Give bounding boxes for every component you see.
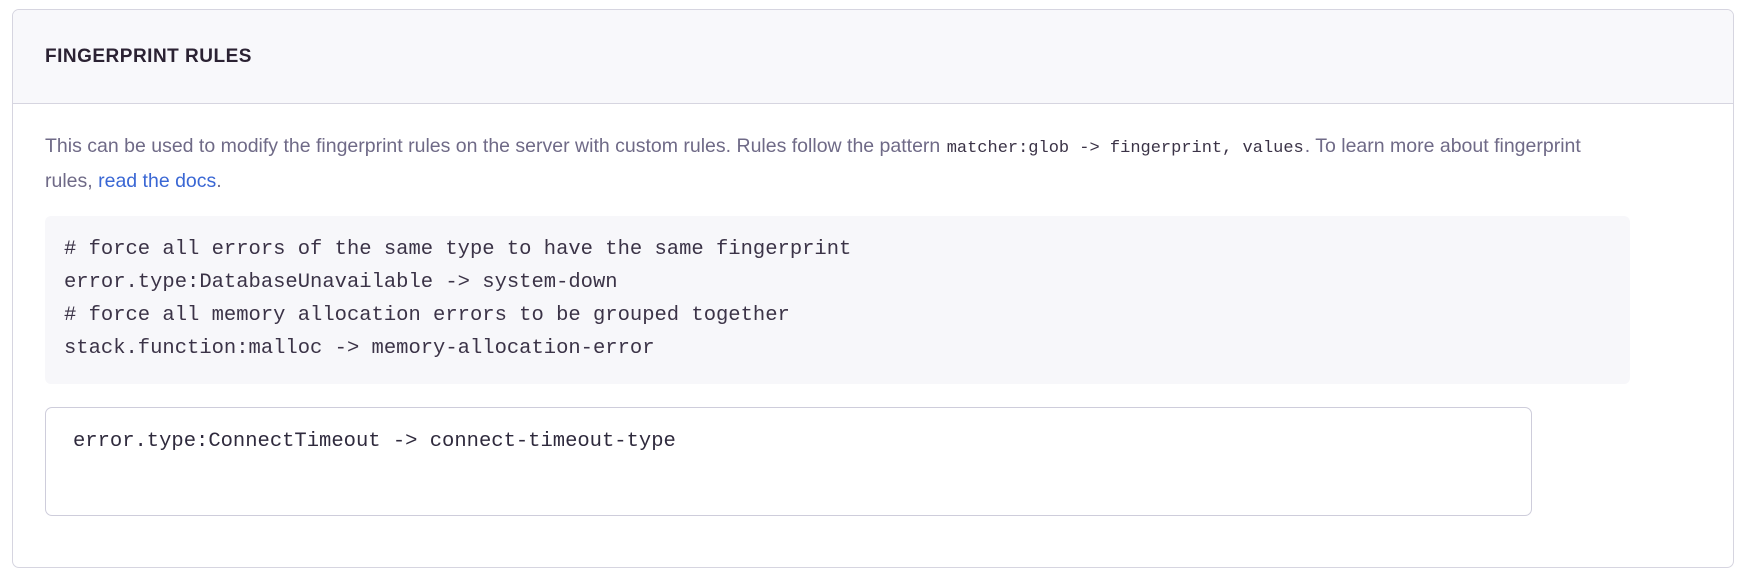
page-title: Fingerprint Rules	[45, 45, 252, 67]
example-code-block: # force all errors of the same type to h…	[45, 216, 1630, 384]
fingerprint-rules-input[interactable]	[45, 407, 1532, 516]
description-part-1: This can be used to modify the fingerpri…	[45, 135, 946, 157]
read-the-docs-link[interactable]: read the docs	[98, 170, 217, 192]
description-part-2: . To learn more about fingerprint rules,	[45, 135, 1581, 192]
description-text: This can be used to modify the fingerpri…	[45, 130, 1605, 198]
fingerprint-rules-panel: Fingerprint Rules This can be used to mo…	[12, 9, 1734, 568]
description-part-3: .	[216, 170, 222, 192]
code-line: stack.function:malloc -> memory-allocati…	[64, 337, 655, 360]
panel-header: Fingerprint Rules	[13, 10, 1733, 104]
code-line: error.type:DatabaseUnavailable -> system…	[64, 271, 618, 294]
code-line: # force all errors of the same type to h…	[64, 238, 852, 261]
inline-code-pattern: matcher:glob -> fingerprint, values	[946, 139, 1304, 158]
panel-body: This can be used to modify the fingerpri…	[13, 104, 1733, 516]
code-line: # force all memory allocation errors to …	[64, 304, 790, 327]
